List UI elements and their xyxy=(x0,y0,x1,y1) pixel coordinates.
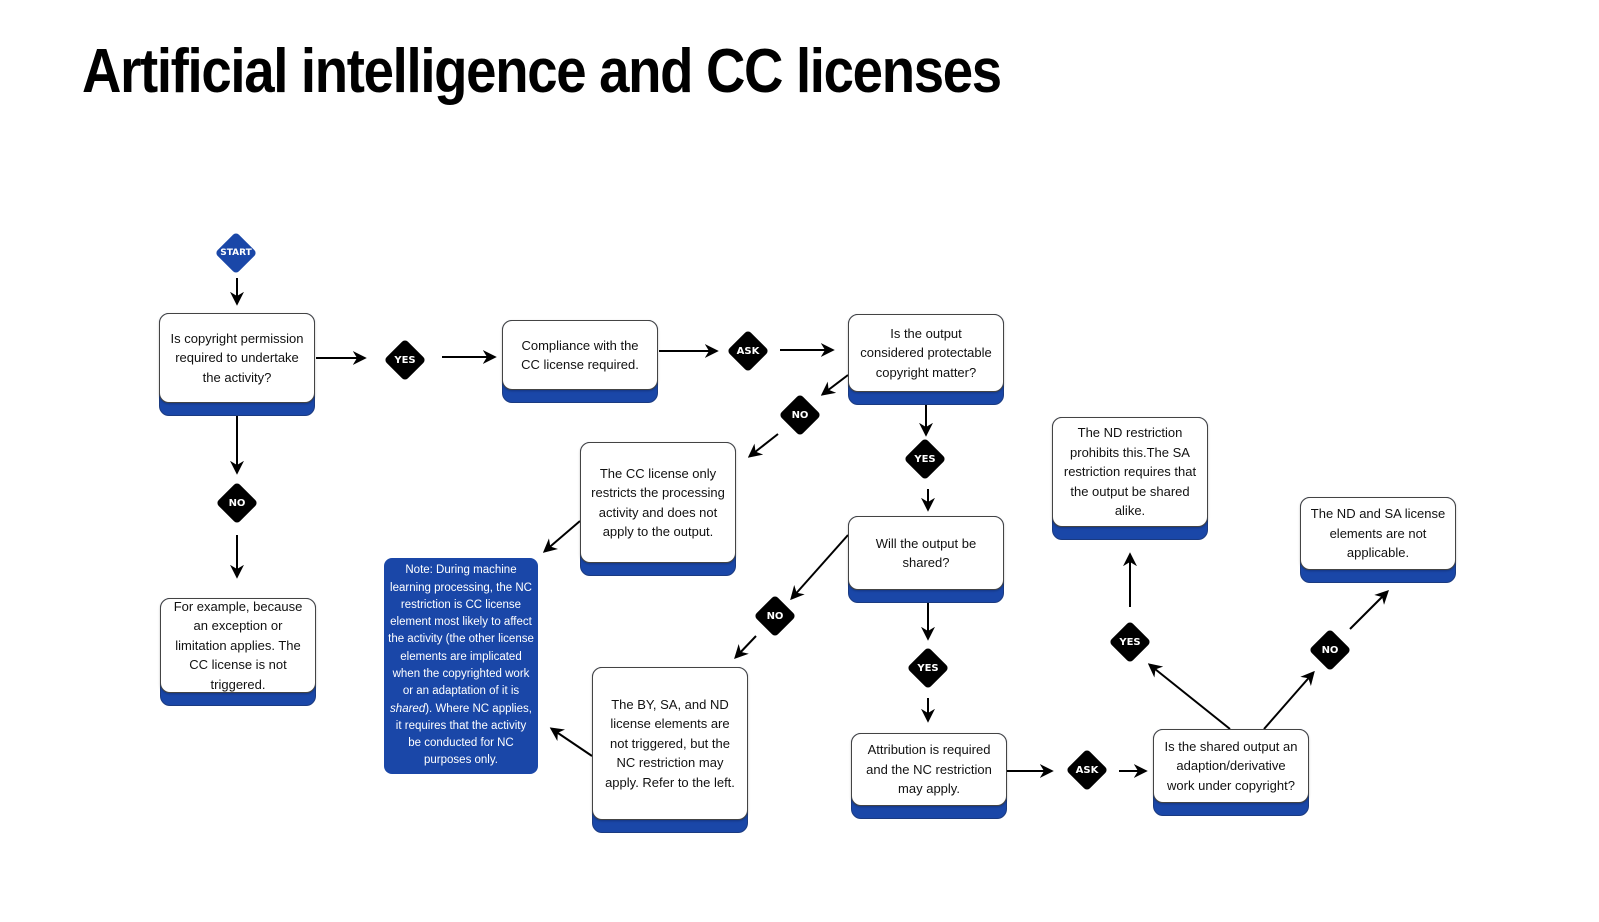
card-text: Compliance with the CC license required. xyxy=(502,320,658,390)
card-only-processing: The CC license only restricts the proces… xyxy=(580,442,736,576)
arrow-by-sa-nd-to-note xyxy=(549,727,593,757)
decision-label: ASK xyxy=(1075,764,1099,776)
arrow-derivative-to-yes xyxy=(1147,663,1231,730)
decision-yes-derivative: YES xyxy=(1108,620,1152,664)
note-text-suffix: ). Where NC applies, it requires that th… xyxy=(395,702,532,767)
decision-label: NO xyxy=(228,497,246,509)
decision-label: YES xyxy=(914,453,936,465)
decision-label: NO xyxy=(766,610,784,622)
card-by-sa-nd-not-triggered: The BY, SA, and ND license elements are … xyxy=(592,667,748,833)
card-text: The ND restriction prohibits this.The SA… xyxy=(1052,417,1208,527)
note-text-prefix: Note: During machine learning processing… xyxy=(388,564,534,698)
note-box-nc-restriction: Note: During machine learning processing… xyxy=(384,558,538,774)
decision-label: NO xyxy=(1321,644,1339,656)
card-text: Is the output considered protectable cop… xyxy=(848,314,1004,392)
card-protectable-question: Is the output considered protectable cop… xyxy=(848,314,1004,405)
decision-ask-compliance: ASK xyxy=(726,329,770,373)
arrow-protectable-to-no xyxy=(820,374,849,396)
card-text: Is the shared output an adaption/derivat… xyxy=(1153,729,1309,803)
card-text: The BY, SA, and ND license elements are … xyxy=(592,667,748,820)
card-text: For example, because an exception or lim… xyxy=(160,598,316,693)
decision-label: NO xyxy=(791,409,809,421)
card-text: The CC license only restricts the proces… xyxy=(580,442,736,563)
card-shared-question: Will the output be shared? xyxy=(848,516,1004,603)
card-example-exception: For example, because an exception or lim… xyxy=(160,598,316,706)
start-label: START xyxy=(220,248,252,258)
card-text: Attribution is required and the NC restr… xyxy=(851,733,1007,806)
arrow-derivative-to-no xyxy=(1263,670,1315,730)
decision-no-derivative: NO xyxy=(1308,628,1352,672)
card-text: Is copyright permission required to unde… xyxy=(159,313,315,403)
start-node: START xyxy=(214,231,258,275)
decision-yes-permission: YES xyxy=(383,338,427,382)
decision-label: YES xyxy=(917,662,939,674)
decision-ask-attribution: ASK xyxy=(1065,748,1109,792)
card-attribution-required: Attribution is required and the NC restr… xyxy=(851,733,1007,819)
card-compliance-required: Compliance with the CC license required. xyxy=(502,320,658,403)
decision-label: ASK xyxy=(736,345,760,357)
decision-yes-protectable: YES xyxy=(903,437,947,481)
arrow-only-processing-to-note xyxy=(542,520,581,553)
card-nd-sa-restriction: The ND restriction prohibits this.The SA… xyxy=(1052,417,1208,540)
note-text-italic: shared xyxy=(390,702,426,715)
card-nd-sa-not-applicable: The ND and SA license elements are not a… xyxy=(1300,497,1456,583)
decision-no-shared: NO xyxy=(753,594,797,638)
card-derivative-question: Is the shared output an adaption/derivat… xyxy=(1153,729,1309,816)
arrow-shared-to-no xyxy=(790,534,849,601)
card-permission-question: Is copyright permission required to unde… xyxy=(159,313,315,416)
decision-yes-shared: YES xyxy=(906,646,950,690)
page-title: Artificial intelligence and CC licenses xyxy=(82,37,1002,106)
decision-no-permission: NO xyxy=(215,481,259,525)
arrow-no-to-only-processing xyxy=(747,433,779,458)
arrow-no-to-nd-sa-not-applicable xyxy=(1349,590,1389,630)
arrow-no-to-by-sa-nd xyxy=(734,635,757,660)
note-text: Note: During machine learning processing… xyxy=(388,562,534,770)
decision-no-protectable: NO xyxy=(778,393,822,437)
decision-label: YES xyxy=(394,354,416,366)
card-text: Will the output be shared? xyxy=(848,516,1004,590)
decision-label: YES xyxy=(1119,636,1141,648)
card-text: The ND and SA license elements are not a… xyxy=(1300,497,1456,570)
